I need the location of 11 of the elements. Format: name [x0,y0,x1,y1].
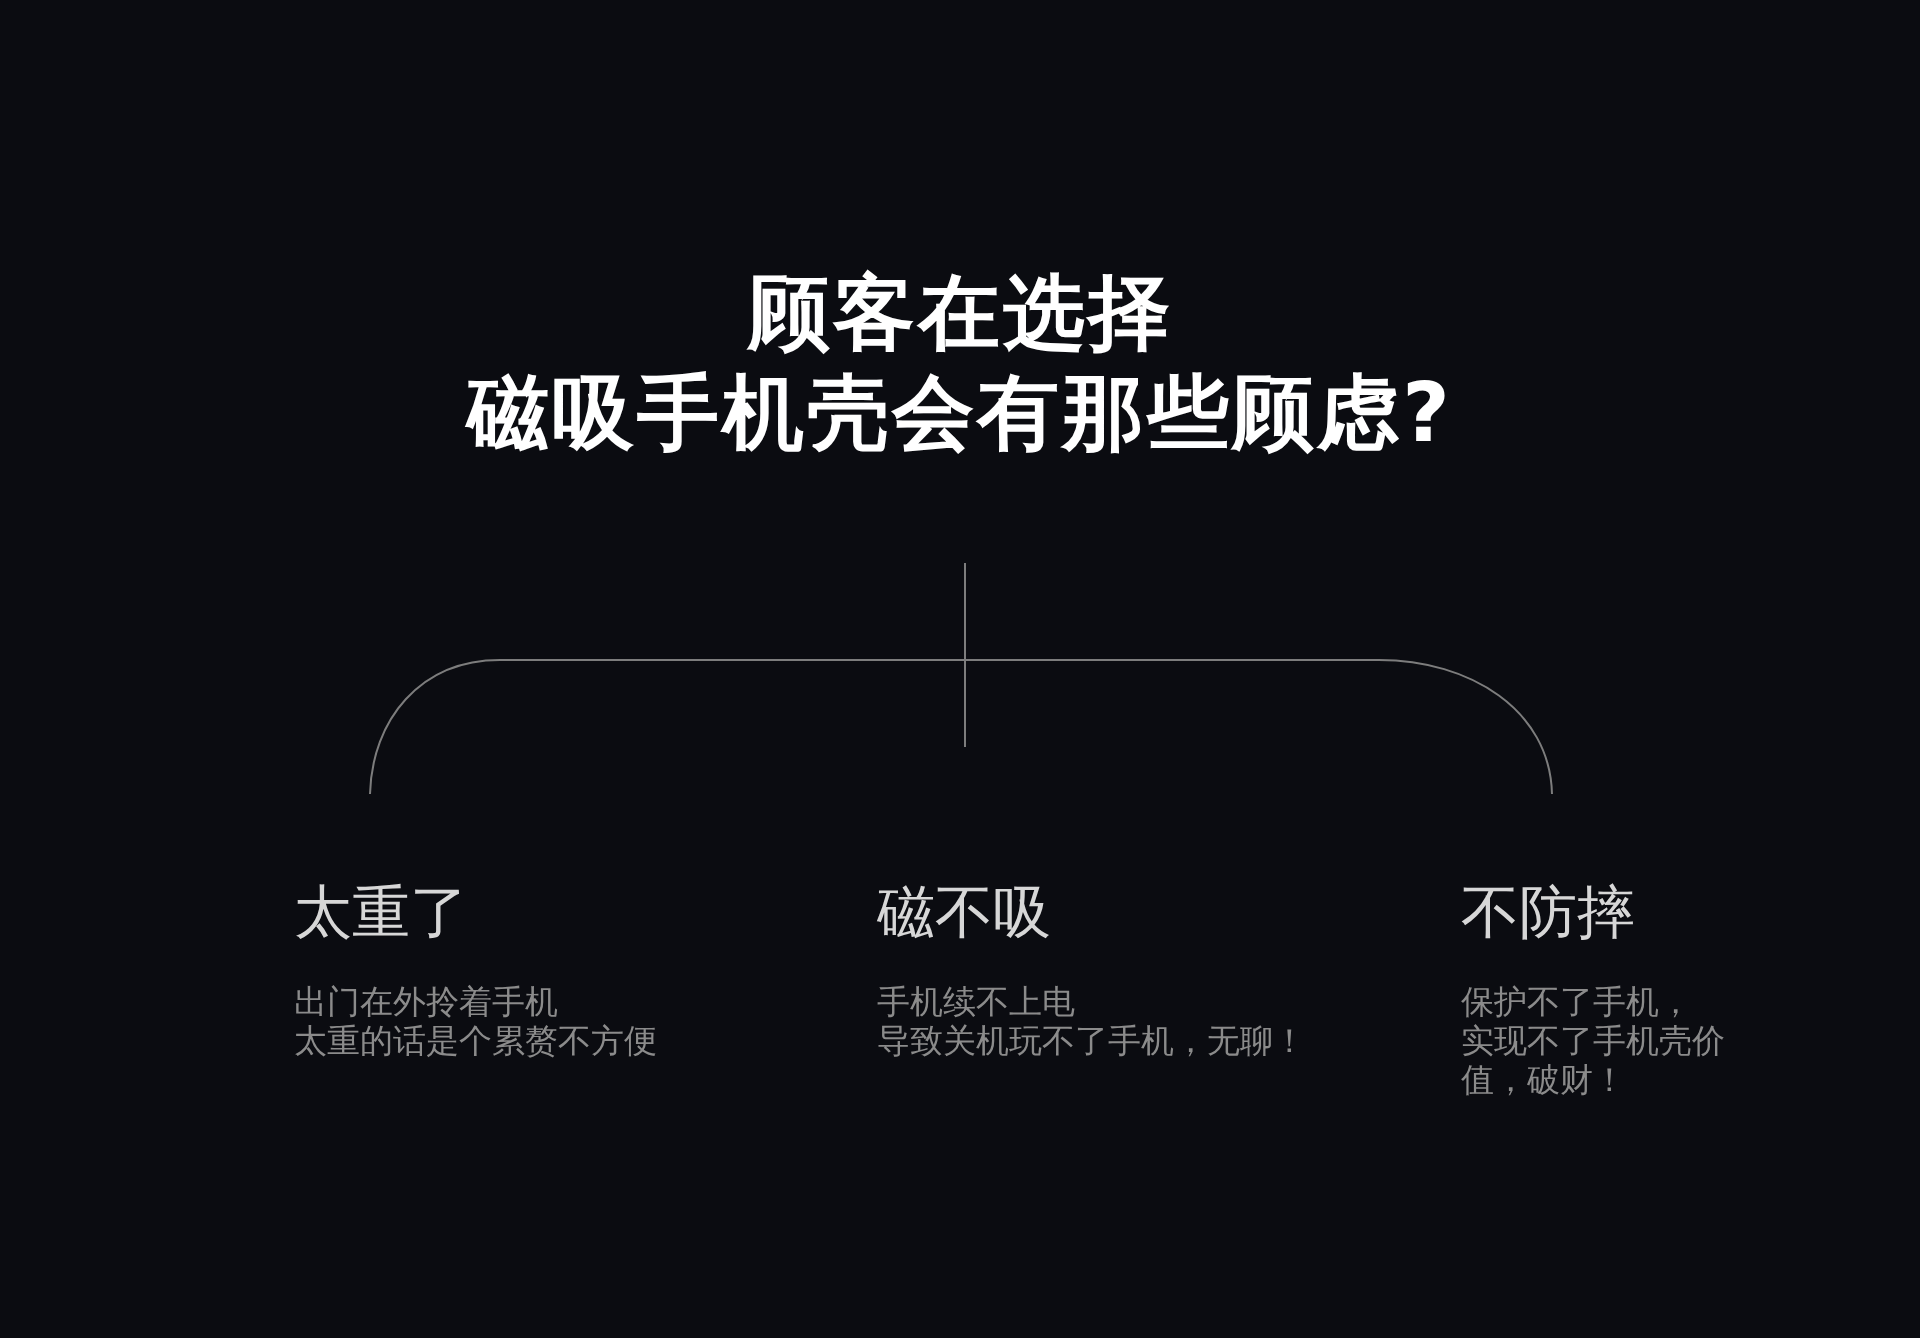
concern-heading: 太重了 [294,877,468,947]
concern-description: 导致关机玩不了手机，无聊！ [877,1021,1306,1060]
concern-description: 出门在外拎着手机 [294,982,558,1021]
concern-description: 手机续不上电 [877,982,1075,1021]
title-text: 磁吸手机壳会有那些顾虑? [467,364,1453,462]
concern-heading: 不防摔 [1461,877,1635,947]
concern-description: 实现不了手机壳价值，破财！ [1461,1021,1726,1099]
concern-description: 太重的话是个累赘不方便 [294,1021,657,1060]
concern-description: 保护不了手机， [1461,982,1692,1021]
title-text: 顾客在选择 [747,264,1173,362]
concern-heading: 磁不吸 [877,877,1051,947]
